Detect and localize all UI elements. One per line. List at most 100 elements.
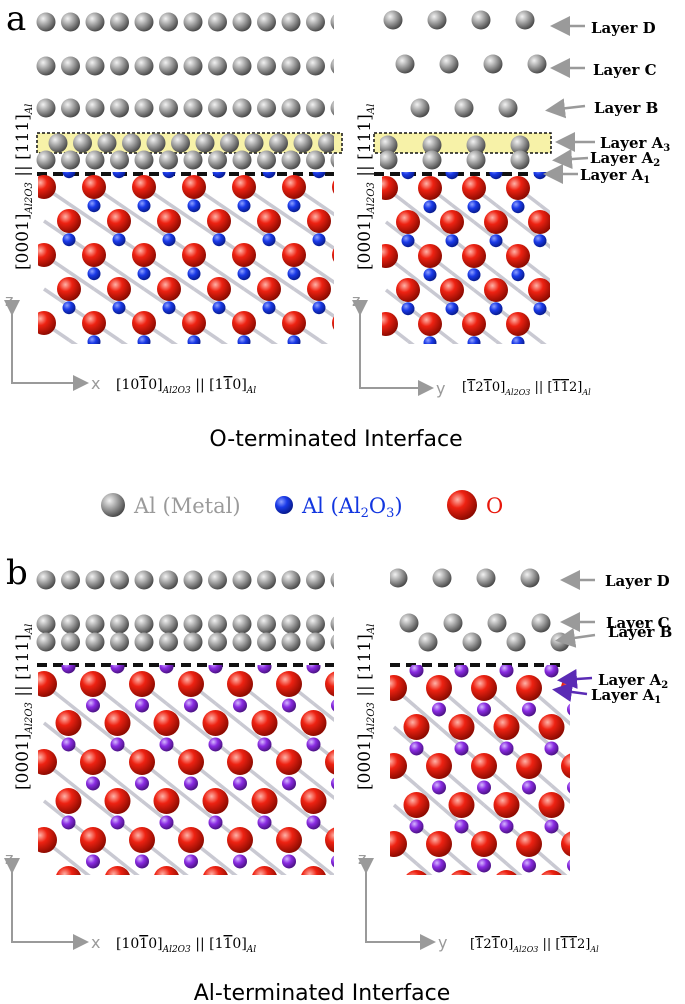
oxygen-atom bbox=[57, 345, 81, 369]
al-metal-atom bbox=[395, 54, 415, 74]
al-metal-atom bbox=[498, 98, 518, 118]
al-metal-atom bbox=[330, 58, 334, 74]
al-metal-atom bbox=[36, 570, 56, 590]
bond bbox=[116, 858, 140, 875]
al-metal-atom bbox=[85, 150, 105, 170]
al-oxide-atom bbox=[489, 234, 503, 248]
bond bbox=[450, 339, 459, 344]
oxygen-atom bbox=[528, 278, 550, 302]
bond bbox=[116, 780, 144, 803]
oxygen-atom bbox=[440, 346, 464, 370]
oxygen-atom bbox=[325, 749, 334, 775]
b-right-oxide-lattice bbox=[390, 665, 610, 875]
al-oxide-atom bbox=[489, 302, 503, 316]
al-oxide-atom bbox=[61, 815, 76, 830]
label-layer-d-a: Layer D bbox=[591, 19, 656, 37]
al-oxide-atom bbox=[137, 267, 151, 281]
al-oxide-atom bbox=[110, 815, 125, 830]
al-metal-atom bbox=[550, 632, 570, 652]
al-oxide-atom bbox=[162, 301, 176, 315]
oxygen-atom bbox=[203, 866, 228, 875]
al-metal-atom bbox=[330, 14, 334, 30]
al-oxide-atom bbox=[477, 780, 491, 795]
al-metal-atom bbox=[97, 133, 117, 153]
oxygen-atom bbox=[440, 210, 464, 234]
al-metal-atom bbox=[257, 632, 276, 652]
al-metal-atom bbox=[159, 150, 178, 170]
al-metal-atom bbox=[443, 613, 463, 633]
oxygen-atom bbox=[426, 675, 452, 701]
al-oxide-atom bbox=[432, 780, 446, 795]
al-oxide-atom bbox=[162, 233, 176, 247]
layer-a3-highlight-right bbox=[373, 132, 552, 154]
oxygen-atom bbox=[300, 788, 327, 814]
bond bbox=[118, 202, 145, 223]
oxygen-atom bbox=[38, 311, 56, 335]
bond bbox=[118, 270, 145, 291]
al-oxide-atom bbox=[110, 737, 125, 752]
oxygen-atom bbox=[550, 244, 574, 268]
label-layer-b-a: Layer B bbox=[594, 99, 658, 117]
al-oxide-atom bbox=[86, 854, 100, 869]
al-metal-atom bbox=[471, 10, 491, 30]
bond bbox=[505, 862, 523, 875]
oxygen-atom bbox=[506, 244, 530, 268]
al-oxide-atom bbox=[87, 199, 101, 213]
oxygen-atom bbox=[251, 710, 278, 736]
oxygen-atom bbox=[307, 345, 331, 369]
legend-oxygen: O bbox=[486, 494, 503, 518]
al-oxide-atom bbox=[233, 776, 247, 791]
bond bbox=[494, 339, 503, 344]
al-oxide-atom bbox=[184, 698, 198, 713]
a-right-oxide-lattice bbox=[382, 172, 596, 370]
al-oxide-atom bbox=[338, 199, 351, 212]
oxygen-atom bbox=[182, 311, 206, 335]
al-oxide-atom bbox=[445, 302, 459, 316]
al-metal-atom bbox=[318, 133, 334, 153]
oxygen-atom bbox=[82, 243, 106, 267]
al-oxide-atom bbox=[499, 741, 514, 756]
al-metal-atom bbox=[208, 150, 227, 170]
bond bbox=[318, 202, 334, 217]
al-metal-atom bbox=[61, 150, 80, 170]
bond bbox=[450, 203, 476, 224]
al-metal-atom bbox=[85, 12, 105, 32]
al-metal-atom bbox=[380, 150, 398, 170]
al-metal-atom bbox=[85, 614, 105, 634]
al-oxide-atom bbox=[306, 815, 321, 830]
al-oxide-atom bbox=[423, 336, 437, 344]
al-metal-atom bbox=[36, 632, 56, 652]
oxygen-atom bbox=[207, 209, 231, 233]
al-oxide-atom bbox=[184, 776, 198, 791]
oxygen-atom bbox=[390, 831, 407, 857]
al-oxide-atom bbox=[331, 699, 334, 712]
al-oxide-atom bbox=[86, 776, 100, 791]
oxygen-atom bbox=[584, 714, 610, 740]
al-metal-atom bbox=[110, 614, 129, 634]
bond bbox=[312, 858, 334, 875]
oxygen-atom bbox=[129, 671, 155, 697]
oxygen-atom bbox=[506, 312, 530, 336]
al-oxide-atom bbox=[282, 854, 296, 869]
al-oxide-atom bbox=[356, 815, 370, 829]
oxygen-atom bbox=[382, 244, 398, 268]
bond bbox=[318, 338, 328, 344]
oxygen-atom bbox=[178, 749, 204, 775]
oxygen-atom bbox=[572, 346, 596, 370]
al-metal-atom bbox=[110, 150, 129, 170]
al-metal-atom bbox=[159, 570, 178, 590]
bond bbox=[550, 862, 568, 875]
oxygen-atom bbox=[178, 827, 204, 853]
al-metal-atom bbox=[159, 98, 178, 118]
bond bbox=[263, 780, 291, 803]
al-metal-atom bbox=[306, 56, 325, 76]
al-metal-atom bbox=[281, 98, 301, 118]
z-axis-label-b-left: z bbox=[5, 849, 13, 868]
bond bbox=[460, 862, 478, 875]
al-oxide-atom bbox=[212, 233, 226, 247]
oxygen-atom bbox=[251, 788, 278, 814]
label-layer-a2: Layer A2 bbox=[590, 149, 660, 169]
al-metal-atom bbox=[281, 56, 301, 76]
al-oxide-atom bbox=[331, 855, 334, 868]
al-metal-atom bbox=[110, 98, 129, 118]
